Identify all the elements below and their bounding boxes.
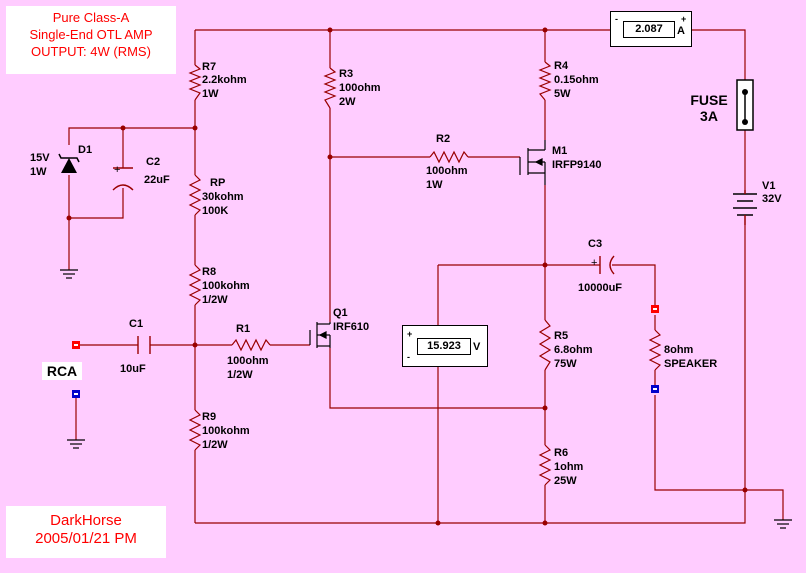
r4-ref: R4 [554,60,569,72]
r7-value: 2.2kohm [202,74,247,86]
c2-value: 22uF [144,174,170,186]
author-date: 2005/01/21 PM [35,530,137,547]
zener-diode-d1 [58,153,80,173]
ammeter-minus: - [615,14,618,24]
r3-ref: R3 [339,68,354,80]
q1-value: IRF610 [333,321,370,333]
title-line-3: OUTPUT: 4W (RMS) [31,44,151,59]
r2-value: 100ohm [426,165,468,177]
capacitors [112,167,615,354]
d1-value: 15V [30,152,50,164]
rp-zigzag [188,174,202,216]
speaker-zigzag [648,329,662,371]
r9-zigzag [188,409,202,451]
c2-plus-sign: + [114,164,121,176]
d1-rating: 1W [30,166,47,178]
title-line-1: Pure Class-A [52,10,130,25]
c2-ref: C2 [146,156,161,168]
junction-dots [66,27,748,526]
r9-rating: 1/2W [202,439,228,451]
voltmeter-unit: V [473,341,481,353]
rp-value: 30kohm [202,191,244,203]
c3-ref: C3 [588,238,603,250]
title-line-2: Single-End OTL AMP [29,27,153,42]
r1-value: 100ohm [227,355,269,367]
r4-rating: 5W [554,88,571,100]
fuse-label: FUSE [690,92,728,108]
rp-ref: RP [210,177,226,189]
c1-ref: C1 [129,318,144,330]
r7-zigzag [188,64,202,101]
battery-v1 [733,190,757,225]
q1-ref: Q1 [333,307,348,319]
v1-value: 32V [762,193,782,205]
author-box: DarkHorse 2005/01/21 PM [6,506,166,558]
r4-zigzag [538,61,552,101]
rca-label: RCA [42,362,82,380]
ammeter-reading: 2.087 [623,21,675,38]
r5-value: 6.8ohm [554,344,593,356]
r3-rating: 2W [339,96,356,108]
r1-ref: R1 [236,323,251,335]
r5-rating: 75W [554,358,577,370]
mosfet-m1 [519,140,546,185]
voltmeter-plus: + [407,329,413,339]
v1-ref: V1 [762,180,776,192]
r8-ref: R8 [202,266,217,278]
r2-ref: R2 [436,133,451,145]
r8-rating: 1/2W [202,294,228,306]
r1-zigzag [231,338,271,352]
title-box: Pure Class-A Single-End OTL AMP OUTPUT: … [6,6,176,74]
m1-ref: M1 [552,145,568,157]
fuse-symbol [736,79,754,131]
voltmeter: + - 15.923 V [402,325,488,367]
r1-rating: 1/2W [227,369,253,381]
r2-zigzag [429,150,469,164]
r6-zigzag [538,444,552,486]
ground-symbols [60,269,792,529]
r9-value: 100kohm [202,425,250,437]
resistors [188,61,662,486]
ammeter-plus: + [681,14,687,24]
r8-zigzag [188,264,202,306]
r8-value: 100kohm [202,280,250,292]
rp-rating: 100K [202,205,229,217]
wires [68,29,784,524]
r7-rating: 1W [202,88,219,100]
r4-value: 0.15ohm [554,74,599,86]
speaker-value: 8ohm [664,344,694,356]
r5-zigzag [538,319,552,371]
author-name: DarkHorse [50,512,122,529]
r6-ref: R6 [554,447,569,459]
r7-ref: R7 [202,61,217,73]
terminals [72,305,659,398]
r3-value: 100ohm [339,82,381,94]
ammeter-unit: A [677,25,685,37]
m1-value: IRFP9140 [552,159,602,171]
r6-value: 1ohm [554,461,584,473]
voltmeter-minus: - [407,352,410,362]
speaker-rating: SPEAKER [664,358,718,370]
r6-rating: 25W [554,475,577,487]
c1-value: 10uF [120,363,146,375]
r2-rating: 1W [426,179,443,191]
c3-plus-sign: + [591,257,598,269]
d1-ref: D1 [78,144,93,156]
r9-ref: R9 [202,411,217,423]
fuse-rating: 3A [700,108,718,124]
c3-value: 10000uF [578,282,623,294]
ammeter: - + 2.087 A [610,11,692,47]
mosfet-q1 [309,322,331,348]
voltmeter-reading: 15.923 [417,338,471,355]
r3-zigzag [323,67,337,109]
r5-ref: R5 [554,330,569,342]
